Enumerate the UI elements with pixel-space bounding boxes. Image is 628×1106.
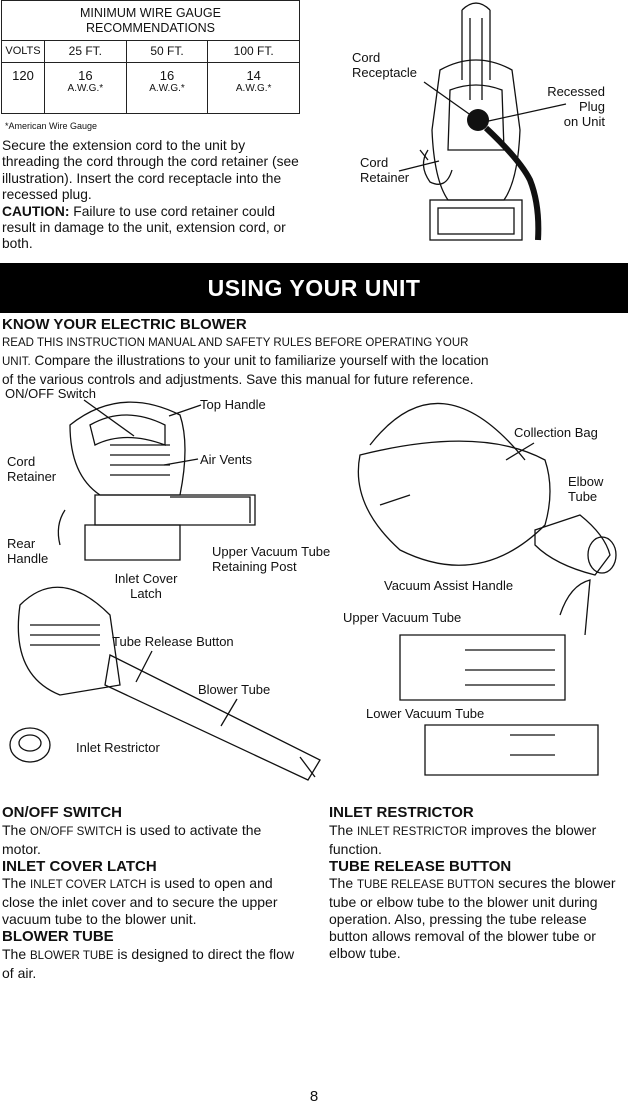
label-on-off-switch: ON/OFF Switch <box>5 386 97 401</box>
heading-blower-tube: BLOWER TUBE <box>2 928 114 945</box>
label-rear-handle: Rear Handle <box>7 536 49 566</box>
know-heading: KNOW YOUR ELECTRIC BLOWER <box>2 316 247 333</box>
leader-tube-release <box>135 650 153 683</box>
label-inlet-restrictor: Inlet Restrictor <box>76 740 160 755</box>
table-header-row: VOLTS 25 FT. 50 FT. 100 FT. <box>1 40 300 63</box>
page-number: 8 <box>309 1088 319 1105</box>
desc-inlet-restrictor: The INLET RESTRICTOR improves the blower… <box>329 821 597 857</box>
label-cord-receptacle: Cord Receptacle <box>352 50 418 80</box>
col-50ft: 50 FT. <box>125 40 209 63</box>
blower-illustration <box>9 401 321 781</box>
label-elbow-tube: Elbow Tube <box>568 474 604 504</box>
leader-cord-retainer-top <box>398 160 440 172</box>
vacuum-kit-illustration <box>357 402 617 776</box>
cell-volts: 120 <box>1 62 45 114</box>
intro-text: Secure the extension cord to the unit by… <box>2 138 299 203</box>
leader-on-off <box>83 399 135 437</box>
leader-collection-bag <box>505 442 535 461</box>
wire-gauge-table: MINIMUM WIRE GAUGE RECOMMENDATIONS VOLTS… <box>1 0 300 114</box>
left-description-column: ON/OFF SWITCH The ON/OFF SWITCH is used … <box>2 804 302 982</box>
heading-inlet-restrictor: INLET RESTRICTOR <box>329 804 474 821</box>
cord-retainer-illustration <box>419 2 542 241</box>
label-collection-bag: Collection Bag <box>514 425 598 440</box>
label-lower-vacuum-tube: Lower Vacuum Tube <box>366 706 485 721</box>
label-air-vents: Air Vents <box>200 452 253 467</box>
know-paragraph: READ THIS INSTRUCTION MANUAL AND SAFETY … <box>2 337 489 387</box>
label-upper-vacuum-post: Upper Vacuum Tube Retaining Post <box>212 544 331 574</box>
table-footnote: *American Wire Gauge <box>5 121 98 131</box>
label-upper-vacuum-tube: Upper Vacuum Tube <box>343 610 462 625</box>
label-inlet-cover-latch: Inlet Cover Latch <box>114 571 178 601</box>
leader-recessed-plug <box>483 103 567 123</box>
desc-on-off-switch: The ON/OFF SWITCH is used to activate th… <box>2 821 262 857</box>
desc-tube-release-button: The TUBE RELEASE BUTTON secures the blow… <box>329 875 616 961</box>
desc-blower-tube: The BLOWER TUBE is designed to direct th… <box>2 945 295 981</box>
leader-top-handle <box>168 404 202 417</box>
section-title-bar: USING YOUR UNIT <box>0 263 628 313</box>
col-100ft: 100 FT. <box>207 40 300 63</box>
caution-text: Failure to use cord retainer could resul… <box>2 203 286 252</box>
label-cord-retainer-top: Cord Retainer <box>360 155 410 185</box>
leader-air-vents <box>163 458 199 466</box>
col-25ft: 25 FT. <box>44 40 127 63</box>
label-top-handle: Top Handle <box>200 397 266 412</box>
heading-inlet-cover-latch: INLET COVER LATCH <box>2 857 157 875</box>
col-volts: VOLTS <box>1 40 45 63</box>
table-title: MINIMUM WIRE GAUGE RECOMMENDATIONS <box>1 0 300 41</box>
heading-tube-release-button: TUBE RELEASE BUTTON <box>329 857 512 875</box>
label-tube-release-button: Tube Release Button <box>112 634 234 649</box>
heading-on-off-switch: ON/OFF SWITCH <box>2 804 122 821</box>
intro-paragraph: Secure the extension cord to the unit by… <box>2 138 302 253</box>
leader-blower-tube <box>220 698 238 727</box>
label-blower-tube: Blower Tube <box>198 682 271 697</box>
label-cord-retainer-left: Cord Retainer <box>7 454 57 484</box>
desc-inlet-cover-latch: The INLET COVER LATCH is used to open an… <box>2 875 278 927</box>
label-recessed-plug: Recessed Plug on Unit <box>547 84 605 129</box>
caution-label: CAUTION: <box>2 203 70 219</box>
label-vacuum-assist-handle: Vacuum Assist Handle <box>384 578 514 593</box>
right-description-column: INLET RESTRICTOR The INLET RESTRICTOR im… <box>329 804 623 962</box>
leader-cord-receptacle <box>423 81 473 117</box>
